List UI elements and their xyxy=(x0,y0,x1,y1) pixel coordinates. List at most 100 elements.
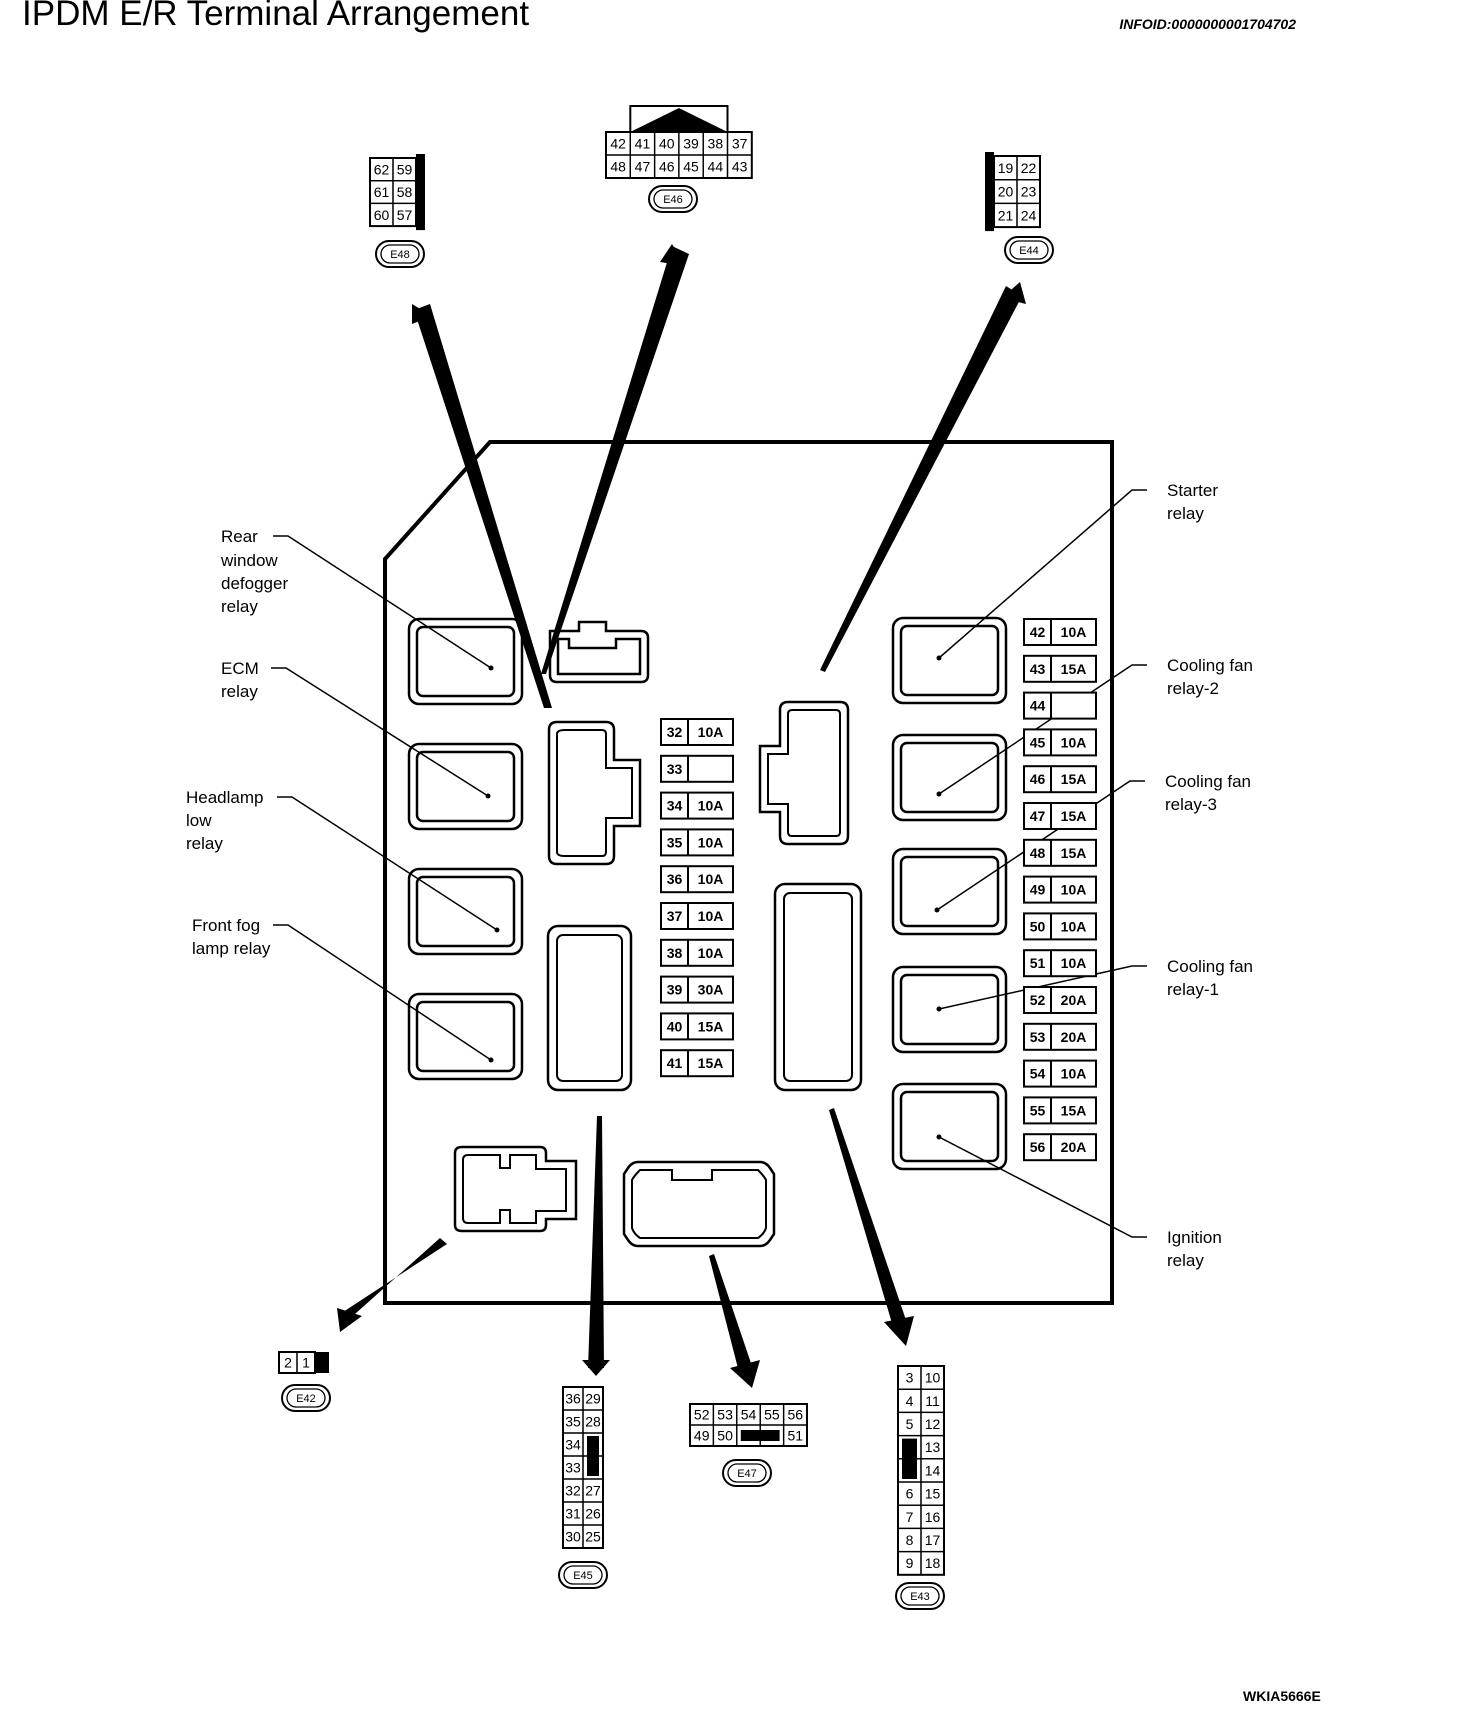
relay-front-fog-lamp xyxy=(407,992,524,1081)
fuse-amperage: 10A xyxy=(698,834,724,850)
fuse-amperage: 20A xyxy=(1061,1139,1087,1155)
fuse-amperage: 20A xyxy=(1061,1029,1087,1045)
fuse-amperage: 15A xyxy=(698,1055,724,1071)
label-cooling-fan-3-1: Cooling fan xyxy=(1165,772,1251,791)
pin-number: 1 xyxy=(302,1355,310,1371)
pin-number: 42 xyxy=(610,136,626,152)
pin-number: 53 xyxy=(717,1407,733,1423)
pin-cell: 18 xyxy=(920,1550,945,1576)
label-cooling-fan-3-2: relay-3 xyxy=(1165,795,1217,814)
pin-number: 9 xyxy=(906,1555,914,1571)
label-headlamp-low-3: relay xyxy=(186,834,223,853)
relay-cooling-fan-2 xyxy=(891,733,1008,822)
pin-number: 59 xyxy=(397,161,413,177)
pin-number: 34 xyxy=(565,1437,581,1453)
ipdm-housing xyxy=(383,440,1114,1305)
pin-number: 51 xyxy=(788,1428,804,1444)
connector-key-bar xyxy=(315,1352,329,1373)
fuse-number: 39 xyxy=(667,982,683,998)
pin-number: 35 xyxy=(565,1414,581,1430)
fuse-amperage: 15A xyxy=(1061,845,1087,861)
label-headlamp-low-1: Headlamp xyxy=(186,788,264,807)
fuse-number: 53 xyxy=(1030,1029,1046,1045)
label-rear-window-defogger-2: window xyxy=(220,551,278,570)
connector-id: E48 xyxy=(390,249,410,261)
socket-e43 xyxy=(773,882,863,1092)
fuse-33: 33 xyxy=(660,754,734,783)
pin-number: 13 xyxy=(925,1439,941,1455)
connector-id-badge: E45 xyxy=(558,1561,608,1589)
fuse-number: 48 xyxy=(1030,845,1046,861)
fuse-number: 35 xyxy=(667,834,683,850)
fuse-amperage: 10A xyxy=(698,871,724,887)
pin-cell: 24 xyxy=(1016,202,1041,228)
pin-number: 22 xyxy=(1021,160,1037,176)
relay-headlamp-low xyxy=(407,867,524,956)
connector-key-bar xyxy=(740,1430,780,1441)
fuse-number: 52 xyxy=(1030,992,1046,1008)
fuse-number: 33 xyxy=(667,761,683,777)
pin-number: 60 xyxy=(374,207,390,223)
fuse-amperage: 10A xyxy=(698,724,724,740)
pin-number: 21 xyxy=(998,207,1014,223)
pin-number: 11 xyxy=(925,1393,940,1409)
label-rear-window-defogger-4: relay xyxy=(221,597,258,616)
fuse-number: 42 xyxy=(1030,624,1046,640)
fuse-amperage: 10A xyxy=(1061,918,1087,934)
fuse-number: 54 xyxy=(1030,1066,1046,1082)
fuse-35: 35 10A xyxy=(660,828,734,857)
fuse-amperage: 15A xyxy=(1061,808,1087,824)
connector-id: E47 xyxy=(737,1468,757,1480)
page-title: IPDM E/R Terminal Arrangement xyxy=(22,0,530,33)
label-cooling-fan-2-1: Cooling fan xyxy=(1167,656,1253,675)
fuse-number: 50 xyxy=(1030,918,1046,934)
fuse-number: 36 xyxy=(667,871,683,887)
pin-number: 3 xyxy=(906,1370,914,1386)
pin-number: 36 xyxy=(565,1391,581,1407)
relay-cooling-fan-3 xyxy=(891,847,1008,936)
label-ignition-2: relay xyxy=(1167,1251,1204,1270)
fuse-amperage: 15A xyxy=(1061,771,1087,787)
label-rear-window-defogger-1: Rear xyxy=(221,527,258,546)
fuse-amperage: 10A xyxy=(698,908,724,924)
pin-number: 15 xyxy=(925,1486,941,1502)
pin-number: 30 xyxy=(565,1529,581,1545)
pin-number: 17 xyxy=(925,1532,941,1548)
pin-number: 49 xyxy=(694,1428,710,1444)
pin-number: 16 xyxy=(925,1509,941,1525)
pin-number: 62 xyxy=(374,161,390,177)
pin-number: 6 xyxy=(906,1486,914,1502)
connector-id: E44 xyxy=(1019,245,1039,257)
pin-number: 23 xyxy=(1021,184,1037,200)
socket-e45 xyxy=(546,924,633,1092)
socket-e46 xyxy=(548,620,650,684)
fuse-amperage: 15A xyxy=(698,1018,724,1034)
label-cooling-fan-1-1: Cooling fan xyxy=(1167,957,1253,976)
pin-number: 8 xyxy=(906,1532,914,1548)
connector-id-badge: E46 xyxy=(648,185,698,213)
connector-id-badge: E44 xyxy=(1004,236,1054,264)
pin-number: 50 xyxy=(717,1428,733,1444)
fuse-53: 53 20A xyxy=(1023,1022,1097,1051)
fuse-48: 48 15A xyxy=(1023,838,1097,867)
fuse-number: 43 xyxy=(1030,661,1046,677)
fuse-36: 36 10A xyxy=(660,865,734,894)
pin-number: 7 xyxy=(906,1509,914,1525)
connector-arrows xyxy=(337,244,1026,1388)
fuse-number: 55 xyxy=(1030,1102,1046,1118)
pin-number: 43 xyxy=(732,159,748,175)
relay-cooling-fan-1 xyxy=(891,965,1008,1054)
